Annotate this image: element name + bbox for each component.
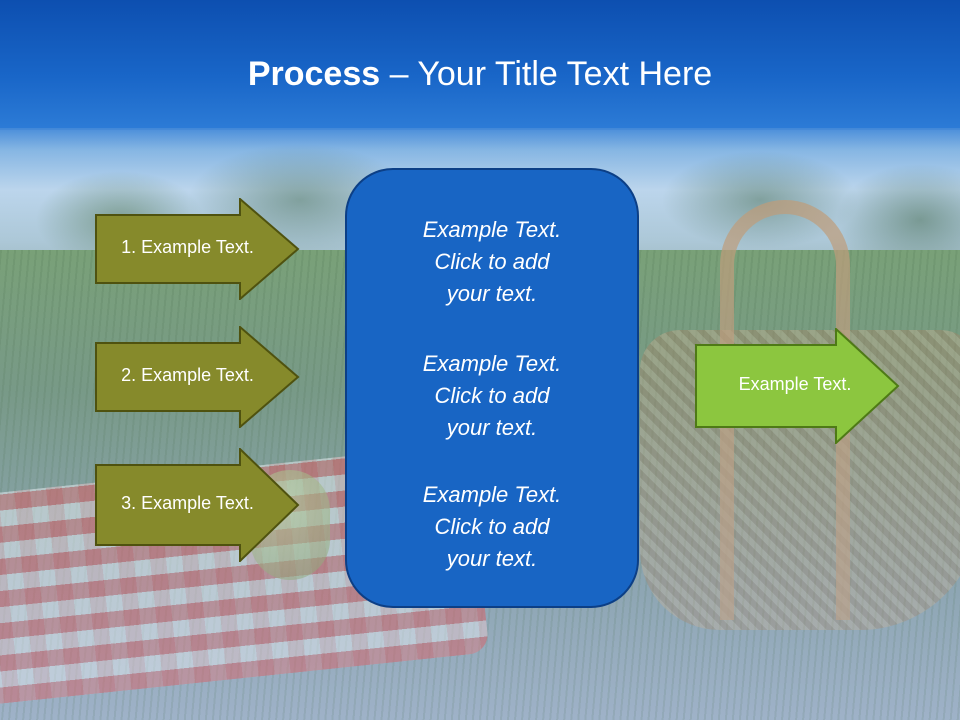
center-text-3[interactable]: Example Text. Click to add your text. bbox=[347, 479, 637, 575]
step-arrow-1[interactable]: 1. Example Text. bbox=[95, 198, 300, 300]
step-arrow-3[interactable]: 3. Example Text. bbox=[95, 448, 300, 562]
title-bar bbox=[0, 0, 960, 128]
center-text-1-line-2: Click to add bbox=[434, 249, 550, 274]
title-rest: – Your Title Text Here bbox=[380, 55, 713, 93]
center-text-1-line-3: your text. bbox=[446, 281, 538, 306]
center-text-2-line-1: Example Text. bbox=[422, 351, 562, 376]
center-text-3-line-1: Example Text. bbox=[422, 482, 562, 507]
step-label-2: 2. Example Text. bbox=[121, 365, 254, 385]
step-label-1: 1. Example Text. bbox=[121, 237, 254, 257]
center-text-2-line-3: your text. bbox=[446, 415, 538, 440]
center-text-1[interactable]: Example Text. Click to add your text. bbox=[347, 214, 637, 310]
title-bold: Process bbox=[247, 55, 381, 93]
center-text-3-line-3: your text. bbox=[446, 546, 538, 571]
center-text-2[interactable]: Example Text. Click to add your text. bbox=[347, 348, 637, 444]
step-label-3: 3. Example Text. bbox=[121, 493, 254, 513]
result-arrow[interactable]: Example Text. bbox=[695, 328, 900, 444]
center-text-3-line-2: Click to add bbox=[434, 514, 550, 539]
slide-title[interactable]: Process – Your Title Text Here bbox=[0, 52, 960, 96]
result-label: Example Text. bbox=[738, 374, 852, 394]
center-text-2-line-2: Click to add bbox=[434, 383, 550, 408]
center-box[interactable]: Example Text. Click to add your text. Ex… bbox=[345, 168, 639, 608]
step-arrow-2[interactable]: 2. Example Text. bbox=[95, 326, 300, 428]
center-text-1-line-1: Example Text. bbox=[422, 217, 562, 242]
